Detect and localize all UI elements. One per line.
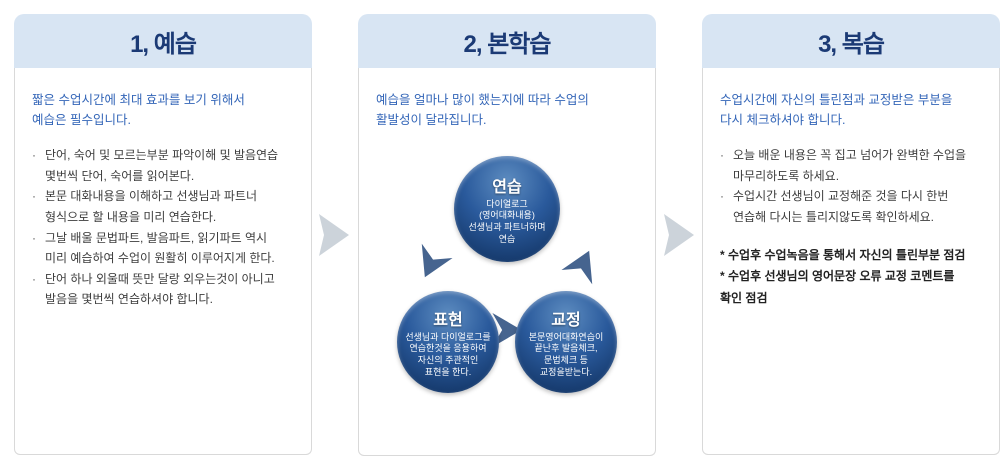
cycle-circle-desc: 본문영어대화연습이 끝난후 발음체크, 문법체크 등 교정을받는다. <box>528 331 604 377</box>
cycle-arrow-icon <box>409 243 453 285</box>
card-step-3-review: 3, 복습 수업시간에 자신의 틀린점과 교정받은 부분을 다시 체크하셔야 합… <box>702 14 1000 455</box>
step-2-body: 예습을 얼마나 많이 했는지에 따라 수업의 활발성이 달라집니다. <box>358 68 656 456</box>
step-3-notes: * 수업후 수업녹음을 통해서 자신의 틀린부분 점검 * 수업후 선생님의 영… <box>720 245 985 310</box>
cycle-circle-practice: 연습 다이얼로그 (영어대화내용) 선생님과 파트너하며 연습 <box>454 156 560 262</box>
step-1-intro: 짧은 수업시간에 최대 효과를 보기 위해서 예습은 필수입니다. <box>32 93 245 127</box>
step-1-bullet-list: · 단어, 숙어 및 모르는부분 파악이해 및 발음연습 몇번씩 단어, 숙어를… <box>32 145 297 310</box>
bullet-text: 단어 하나 외울때 뜻만 달랑 외우는것이 아니고 발음을 몇번씩 연습하셔야 … <box>45 271 275 307</box>
step-1-body: 짧은 수업시간에 최대 효과를 보기 위해서 예습은 필수입니다. · 단어, … <box>14 68 312 455</box>
cycle-arrow-left-icon <box>421 243 453 278</box>
note-text: * 수업후 선생님의 영어문장 오류 교정 코멘트를 확인 점검 <box>720 269 955 305</box>
bullet-text: 본문 대화내용을 이해하고 선생님과 파트너 형식으로 할 내용을 미리 연습한… <box>45 189 258 224</box>
bullet-icon: · <box>32 271 36 286</box>
cycle-arrow-right-icon <box>561 250 593 285</box>
cycle-circle-expression: 표현 선생님과 다이얼로그를 연습한것을 응용하여 자신의 주관적인 표현을 한… <box>397 291 499 393</box>
step-2-title: 2, 본학습 <box>463 30 552 58</box>
card-step-2-main-study: 2, 본학습 예습을 얼마나 많이 했는지에 따라 수업의 활발성이 달라집니다… <box>358 14 656 456</box>
step-arrow-icon <box>319 214 349 256</box>
list-item: · 수업시간 선생님이 교정해준 것을 다시 한번 연습해 다시는 틀리지않도록… <box>720 186 985 227</box>
cycle-arrow-icon <box>492 313 522 347</box>
bullet-icon: · <box>32 189 36 204</box>
chevron-right-icon <box>664 214 694 256</box>
step-3-body: 수업시간에 자신의 틀린점과 교정받은 부분을 다시 체크하셔야 합니다. · … <box>702 68 1000 455</box>
list-item: · 오늘 배운 내용은 꼭 집고 넘어가 완벽한 수업을 마무리하도록 하세요. <box>720 145 985 186</box>
note-text: * 수업후 수업녹음을 통해서 자신의 틀린부분 점검 <box>720 247 966 262</box>
step-1-title: 1, 예습 <box>130 30 197 58</box>
step-2-intro: 예습을 얼마나 많이 했는지에 따라 수업의 활발성이 달라집니다. <box>376 93 589 127</box>
list-item: · 그날 배울 문법파트, 발음파트, 읽기파트 역시 미리 예습하여 수업이 … <box>32 228 297 269</box>
bullet-text: 오늘 배운 내용은 꼭 집고 넘어가 완벽한 수업을 마무리하도록 하세요. <box>733 148 967 183</box>
cycle-circle-desc: 선생님과 다이얼로그를 연습한것을 응용하여 자신의 주관적인 표현을 한다. <box>405 331 491 377</box>
cycle-circle-desc: 다이얼로그 (영어대화내용) 선생님과 파트너하며 연습 <box>468 198 546 244</box>
bullet-text: 그날 배울 문법파트, 발음파트, 읽기파트 역시 미리 예습하여 수업이 원활… <box>45 230 275 266</box>
cycle-arrow-icon <box>561 243 604 285</box>
bullet-icon: · <box>32 148 36 162</box>
step-3-bullet-list: · 오늘 배운 내용은 꼭 집고 넘어가 완벽한 수업을 마무리하도록 하세요.… <box>720 145 985 228</box>
card-step-1-preview: 1, 예습 짧은 수업시간에 최대 효과를 보기 위해서 예습은 필수입니다. … <box>14 14 312 455</box>
bullet-text: 단어, 숙어 및 모르는부분 파악이해 및 발음연습 몇번씩 단어, 숙어를 읽… <box>45 148 279 183</box>
step-1-header: 1, 예습 <box>14 14 312 68</box>
step-3-header: 3, 복습 <box>702 14 1000 68</box>
step-3-intro: 수업시간에 자신의 틀린점과 교정받은 부분을 다시 체크하셔야 합니다. <box>720 93 953 127</box>
cycle-circle-label: 표현 <box>433 311 463 329</box>
bullet-text: 수업시간 선생님이 교정해준 것을 다시 한번 연습해 다시는 틀리지않도록 확… <box>733 189 949 224</box>
cycle-arrow-bottom-icon <box>492 313 522 347</box>
step-2-header: 2, 본학습 <box>358 14 656 68</box>
list-item: · 단어, 숙어 및 모르는부분 파악이해 및 발음연습 몇번씩 단어, 숙어를… <box>32 145 297 186</box>
bullet-icon: · <box>720 189 724 204</box>
step-arrow-icon <box>664 214 694 256</box>
study-cycle-diagram: 연습 다이얼로그 (영어대화내용) 선생님과 파트너하며 연습 표현 선생님과 … <box>376 145 641 441</box>
step-3-title: 3, 복습 <box>818 30 885 58</box>
list-item: · 단어 하나 외울때 뜻만 달랑 외우는것이 아니고 발음을 몇번씩 연습하셔… <box>32 269 297 310</box>
list-item: · 본문 대화내용을 이해하고 선생님과 파트너 형식으로 할 내용을 미리 연… <box>32 186 297 227</box>
cycle-circle-label: 교정 <box>551 311 581 329</box>
bullet-icon: · <box>32 230 36 245</box>
bullet-icon: · <box>720 148 724 162</box>
chevron-right-icon <box>319 214 349 256</box>
cycle-circle-correction: 교정 본문영어대화연습이 끝난후 발음체크, 문법체크 등 교정을받는다. <box>515 291 617 393</box>
cycle-circle-label: 연습 <box>492 178 522 196</box>
